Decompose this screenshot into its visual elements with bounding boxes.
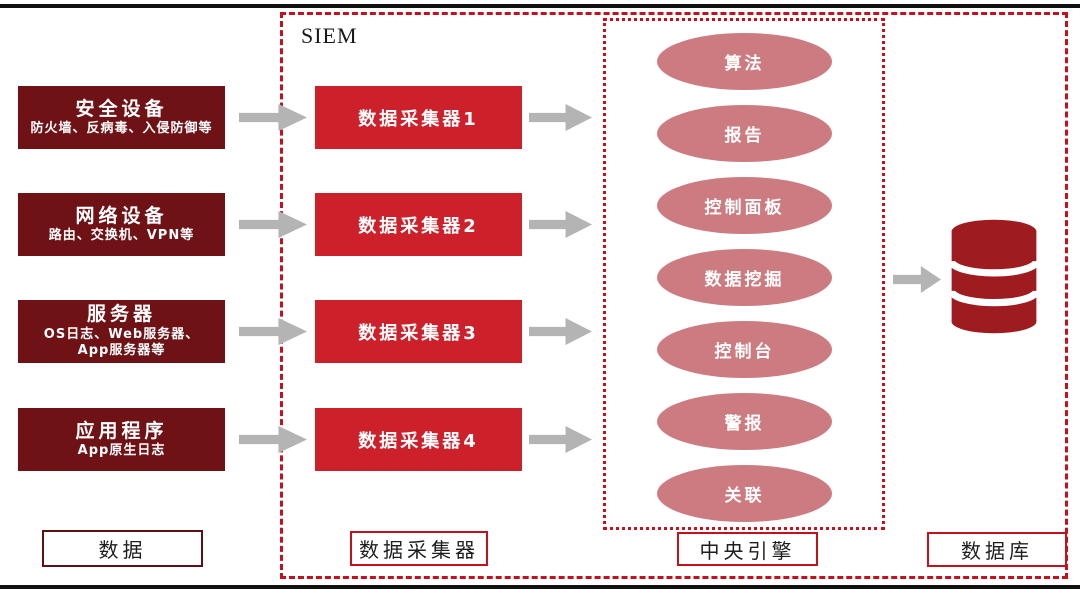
source-title: 服务器: [86, 303, 156, 326]
engine-item-label: 报告: [724, 126, 765, 146]
source-title: 安全设备: [75, 97, 168, 120]
source-box-applications: 应用程序 App原生日志: [18, 408, 225, 471]
bottom-divider: [0, 585, 1080, 589]
engine-item-label: 警报: [724, 414, 765, 434]
footer-label-engine: 中央引擎: [677, 532, 818, 566]
engine-item-label: 控制台: [714, 342, 775, 362]
engine-item-report: 报告: [657, 105, 832, 162]
source-box-servers: 服务器 OS日志、Web服务器、 App服务器等: [18, 300, 225, 363]
engine-item-alert: 警报: [657, 393, 832, 450]
collector-label: 数据采集器2: [358, 215, 479, 237]
source-subtitle: 路由、交换机、VPN等: [48, 228, 195, 244]
source-title: 网络设备: [75, 204, 168, 227]
collector-box-4: 数据采集器4: [315, 408, 522, 471]
top-divider: [0, 4, 1080, 8]
footer-label-data: 数据: [42, 530, 203, 567]
siem-title: SIEM: [301, 23, 358, 48]
source-box-network-devices: 网络设备 路由、交换机、VPN等: [18, 193, 225, 256]
source-subtitle: OS日志、Web服务器、: [43, 327, 200, 343]
collector-label: 数据采集器3: [358, 322, 479, 344]
collector-label: 数据采集器4: [358, 430, 479, 452]
engine-item-label: 关联: [724, 486, 765, 506]
collector-box-2: 数据采集器2: [315, 193, 522, 256]
footer-label-text: 数据库: [961, 539, 1033, 563]
engine-item-label: 控制面板: [704, 198, 785, 218]
collector-label: 数据采集器1: [358, 108, 479, 130]
engine-item-label: 数据挖掘: [704, 270, 785, 290]
engine-item-data-mining: 数据挖掘: [657, 249, 832, 306]
collector-box-3: 数据采集器3: [315, 300, 522, 363]
footer-label-collectors: 数据采集器: [350, 531, 488, 566]
engine-item-console: 控制台: [657, 321, 832, 378]
engine-item-algorithm: 算法: [657, 33, 832, 90]
source-subtitle-line2: App服务器等: [77, 343, 166, 359]
source-subtitle: 防火墙、反病毒、入侵防御等: [30, 121, 213, 137]
engine-item-label: 算法: [724, 54, 765, 74]
source-box-security-devices: 安全设备 防火墙、反病毒、入侵防御等: [18, 86, 225, 149]
footer-label-text: 数据: [98, 538, 147, 562]
engine-item-control-panel: 控制面板: [657, 177, 832, 234]
siem-boundary-box: SIEM: [280, 12, 1068, 579]
central-engine-box: [603, 18, 885, 530]
source-subtitle: App原生日志: [77, 443, 166, 459]
database-icon: [947, 217, 1041, 336]
collector-box-1: 数据采集器1: [315, 86, 522, 149]
footer-label-database: 数据库: [927, 532, 1067, 567]
engine-item-correlation: 关联: [657, 465, 832, 522]
footer-label-text: 中央引擎: [699, 538, 796, 563]
footer-label-text: 数据采集器: [359, 538, 479, 562]
source-title: 应用程序: [75, 419, 168, 442]
